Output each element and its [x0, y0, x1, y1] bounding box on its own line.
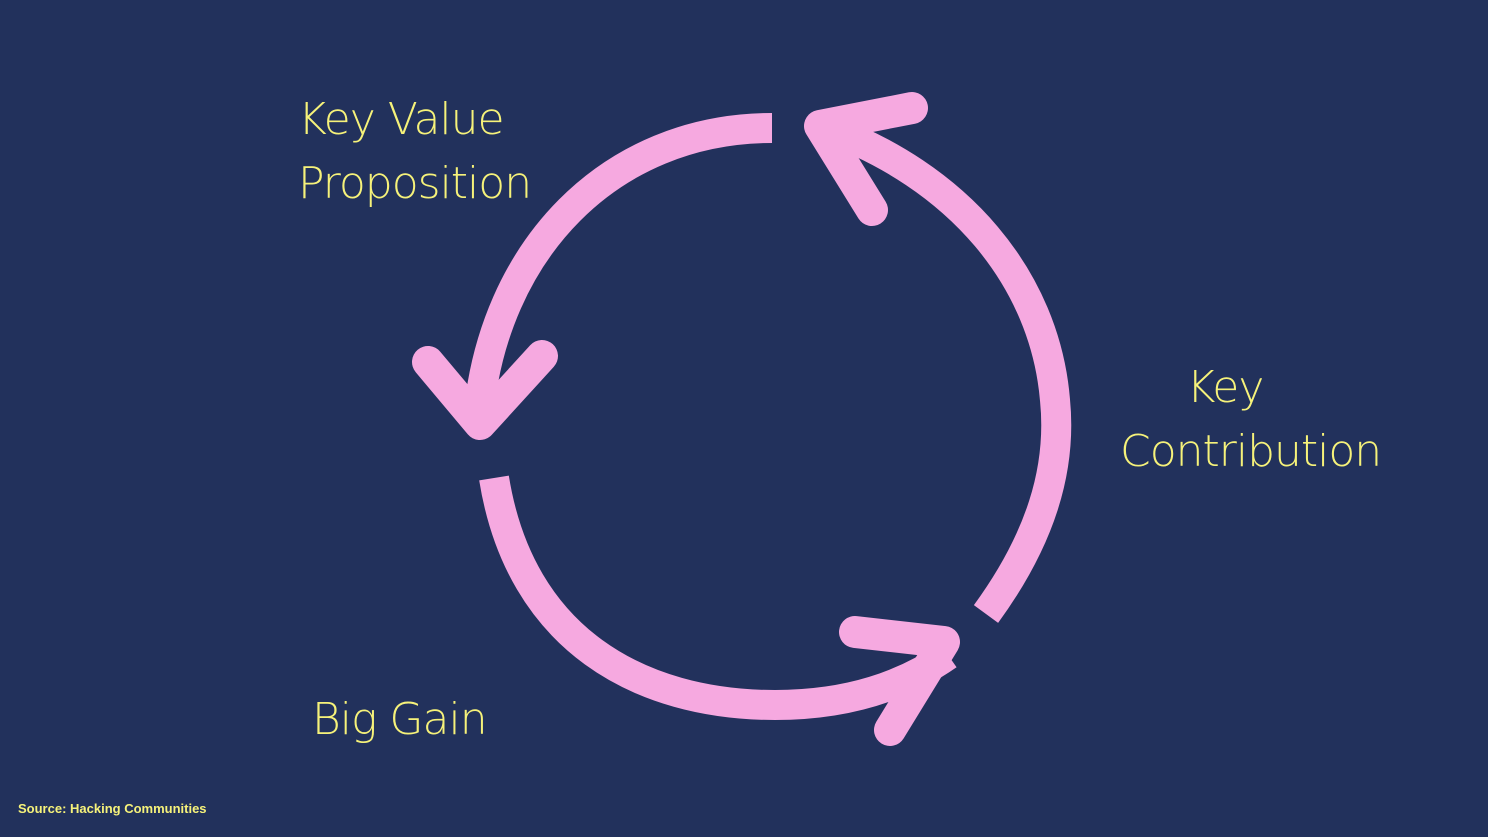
label-key-value-proposition-line-2: Proposition	[298, 158, 532, 209]
label-big-gain: Big Gain	[312, 688, 488, 752]
label-key-contribution-line-2: Contribution	[1120, 426, 1382, 477]
label-key-value-proposition: Key Value Proposition	[298, 88, 532, 216]
arrowhead-left	[412, 340, 558, 440]
label-key-contribution: Key Contribution	[1120, 356, 1382, 484]
arrowhead-top	[804, 92, 928, 226]
label-big-gain-text: Big Gain	[312, 694, 488, 745]
label-key-contribution-line-1: Key	[1186, 362, 1265, 413]
arc-bottom	[479, 475, 957, 720]
label-key-value-proposition-line-1: Key Value	[298, 94, 505, 145]
source-credit: Source: Hacking Communities	[18, 801, 207, 816]
arrowhead-bottom	[839, 616, 960, 746]
arc-right	[815, 111, 1072, 623]
arc-top-left	[463, 113, 773, 422]
